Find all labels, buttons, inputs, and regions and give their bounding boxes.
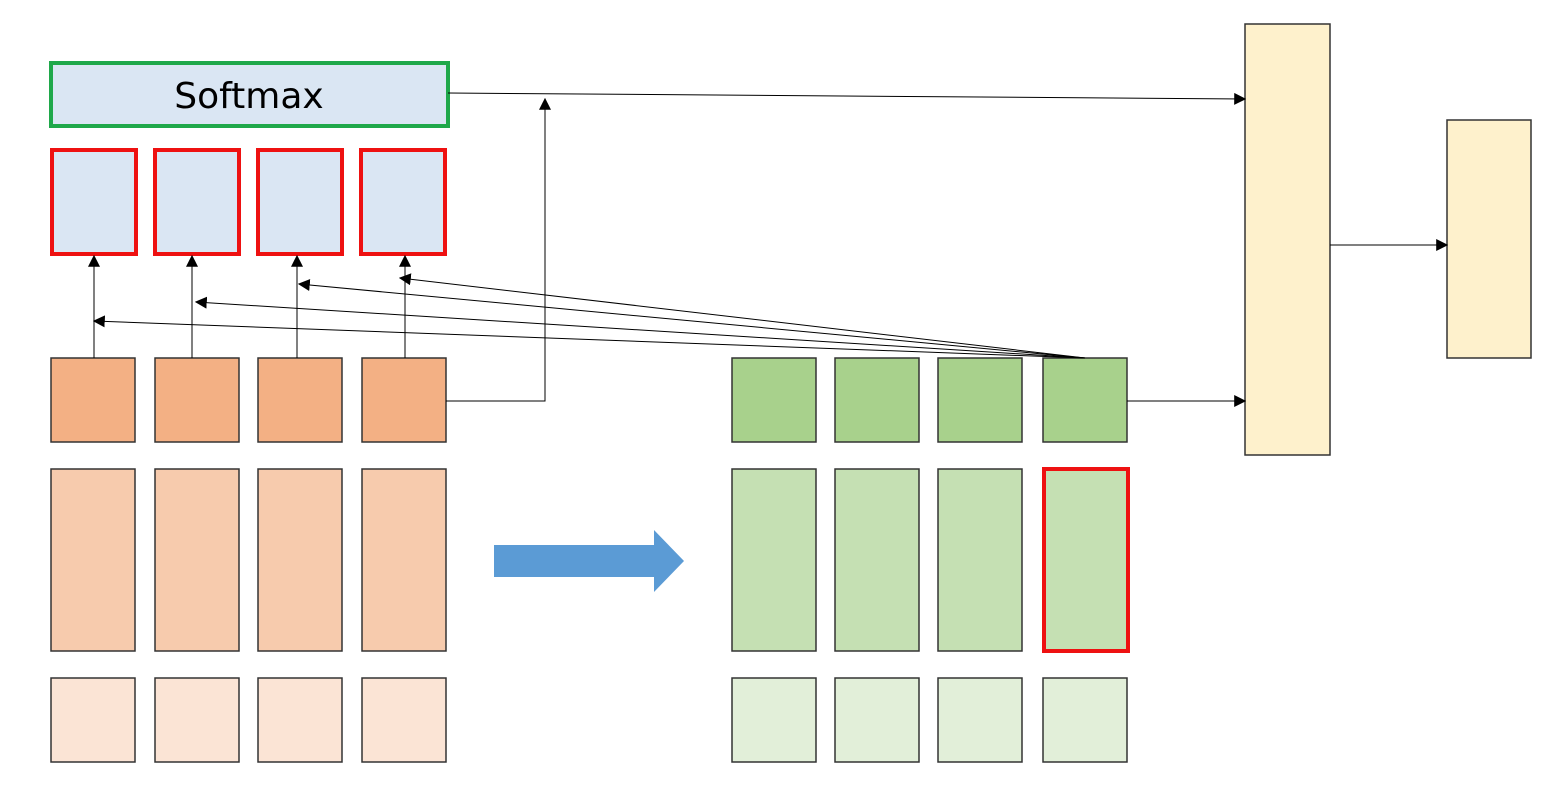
concat-box <box>1244 23 1331 456</box>
encoder-mid-box-4 <box>361 468 447 652</box>
attention-box-1 <box>50 148 138 256</box>
arrow-dec-score3 <box>297 279 1086 359</box>
encoder-top-box-2 <box>154 357 240 443</box>
softmax-block: Softmax <box>49 61 450 128</box>
decoder-bottom-box-3 <box>937 677 1023 763</box>
decoder-middle-row <box>731 467 1130 653</box>
decoder-bottom-box-1 <box>731 677 817 763</box>
attention-box-3 <box>256 148 344 256</box>
decoder-bottom-row <box>731 677 1128 763</box>
encoder-middle-row <box>50 468 447 652</box>
decoder-mid-box-2 <box>834 468 920 652</box>
encoder-mid-box-2 <box>154 468 240 652</box>
attention-box-4 <box>359 148 447 256</box>
softmax-to-concat-arrow <box>447 92 1247 105</box>
decoder-to-score-arrows <box>92 273 1086 359</box>
arrow-dec-score2 <box>194 296 1086 359</box>
context-arrow <box>446 97 551 402</box>
encoder-mid-box-1 <box>50 468 136 652</box>
decoder-top-row <box>731 357 1128 443</box>
encoder-top-box-1 <box>50 357 136 443</box>
decoder-bottom-box-2 <box>834 677 920 763</box>
decoder-mid-box-4-highlighted <box>1042 467 1130 653</box>
encoder-bottom-box-1 <box>50 677 136 763</box>
decoder-mid-box-1 <box>731 468 817 652</box>
decoder-top-box-2 <box>834 357 920 443</box>
softmax-label: Softmax <box>174 76 323 117</box>
decoder-bottom-box-4 <box>1042 677 1128 763</box>
arrow-dec-score1 <box>92 315 1086 359</box>
encoder-bottom-box-4 <box>361 677 447 763</box>
encoder-top-box-4 <box>361 357 447 443</box>
decoder-mid-box-3 <box>937 468 1023 652</box>
encoder-bottom-box-3 <box>257 677 343 763</box>
encoder-to-score-arrows <box>88 254 411 358</box>
softmax-box <box>49 61 450 128</box>
decoder-top-box-1 <box>731 357 817 443</box>
attention-box-2 <box>153 148 241 256</box>
encoder-top-row <box>50 357 447 443</box>
encoder-bottom-row <box>50 677 447 763</box>
right-arrow-icon <box>494 530 684 592</box>
attention-score-boxes <box>50 148 447 256</box>
encoder-top-box-3 <box>257 357 343 443</box>
output-box <box>1446 119 1532 359</box>
encoder-bottom-box-2 <box>154 677 240 763</box>
arrow-dec-score4 <box>398 273 1086 359</box>
encoder-mid-box-3 <box>257 468 343 652</box>
decoder-top-box-4 <box>1042 357 1128 443</box>
decoder-top-box-3 <box>937 357 1023 443</box>
